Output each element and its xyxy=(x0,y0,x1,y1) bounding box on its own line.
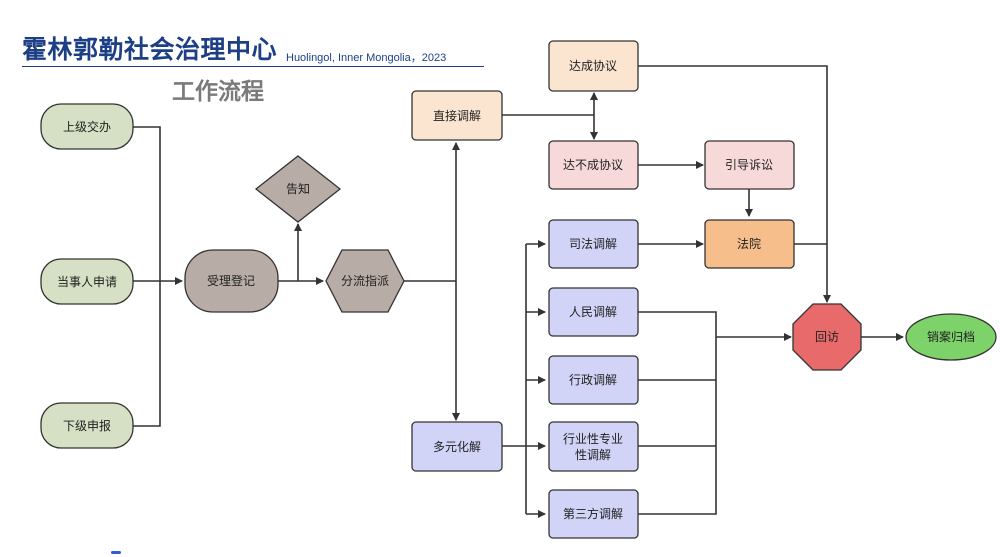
node-duoyuan: 多元化解 xyxy=(411,421,503,472)
node-zhijie: 直接调解 xyxy=(411,90,503,141)
node-yindao-label: 引导诉讼 xyxy=(725,158,773,172)
node-fenliu-label: 分流指派 xyxy=(341,273,389,288)
node-hangye-label-line1: 行业性专业 xyxy=(563,431,623,446)
node-hangye: 行业性专业 性调解 xyxy=(548,421,639,472)
node-xiaji: 下级申报 xyxy=(40,402,134,449)
node-zhijie-label: 直接调解 xyxy=(433,108,481,123)
node-fayuan-label: 法院 xyxy=(737,237,761,251)
node-dacheng: 达成协议 xyxy=(548,40,639,92)
node-dangshiren: 当事人申请 xyxy=(40,258,134,305)
node-shouli: 受理登记 xyxy=(184,249,279,313)
node-dacheng-label: 达成协议 xyxy=(569,58,617,73)
node-xingzheng-label: 行政调解 xyxy=(569,373,617,387)
node-disanfang: 第三方调解 xyxy=(548,489,639,539)
node-fenliu: 分流指派 xyxy=(325,249,405,313)
node-shangji-label: 上级交办 xyxy=(63,119,111,134)
page-subtitle: Huolingol, Inner Mongolia，2023 xyxy=(286,52,447,64)
flow-title: 工作流程 xyxy=(172,79,264,105)
node-duoyuan-label: 多元化解 xyxy=(433,440,481,454)
node-yindao: 引导诉讼 xyxy=(704,140,795,190)
node-fayuan: 法院 xyxy=(704,219,795,269)
connectors xyxy=(133,65,904,518)
node-xingzheng: 行政调解 xyxy=(548,355,639,405)
connector-left-bracket xyxy=(133,126,161,427)
node-shouli-label: 受理登记 xyxy=(207,273,255,288)
node-shangji: 上级交办 xyxy=(40,103,134,150)
node-sifa: 司法调解 xyxy=(548,219,639,269)
connector-merge-bracket xyxy=(638,311,717,515)
node-dangshiren-label: 当事人申请 xyxy=(57,275,117,289)
node-gaozhi-label: 告知 xyxy=(286,182,310,196)
node-dabucheng: 达不成协议 xyxy=(548,140,639,190)
node-renmin-label: 人民调解 xyxy=(569,305,617,319)
node-gaozhi: 告知 xyxy=(254,155,342,223)
connector-dacheng-huifang xyxy=(638,65,831,303)
node-xiaoan-label: 销案归档 xyxy=(927,329,975,344)
node-huifang: 回访 xyxy=(792,303,862,371)
node-xiaoan: 销案归档 xyxy=(905,313,997,361)
node-disanfang-label: 第三方调解 xyxy=(563,506,623,521)
node-dabucheng-label: 达不成协议 xyxy=(563,157,623,172)
node-xiaji-label: 下级申报 xyxy=(63,418,111,433)
node-hangye-label-line2: 性调解 xyxy=(575,448,611,462)
node-renmin: 人民调解 xyxy=(548,287,639,337)
slide-marker xyxy=(111,551,121,554)
page-title: 霍林郭勒社会治理中心 xyxy=(22,35,278,64)
title-underline xyxy=(22,66,484,67)
node-sifa-label: 司法调解 xyxy=(569,237,617,251)
node-huifang-label: 回访 xyxy=(815,330,839,344)
